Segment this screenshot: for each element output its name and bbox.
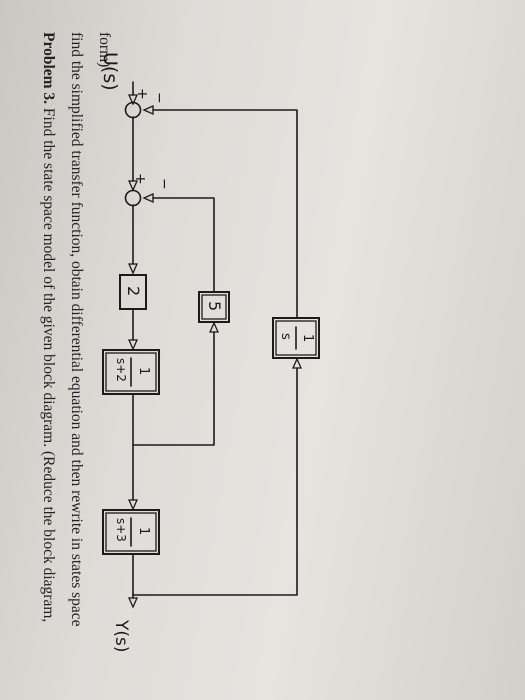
integrator-numerator: 1	[300, 334, 315, 343]
block-integrator	[272, 317, 320, 359]
arrow-into-g1	[127, 339, 139, 351]
sum2-plus-sign: +	[132, 173, 148, 185]
arrow-into-sum1	[127, 94, 139, 106]
g2-denominator: s+3	[114, 518, 128, 542]
arrow-into-sum2	[127, 180, 139, 192]
g1-denominator: s+2	[114, 358, 128, 382]
block-integrator-inner	[275, 320, 317, 356]
wire-integrator-sum1	[152, 109, 298, 319]
arrow-into-gain5	[208, 321, 220, 333]
gain5-value: 5	[205, 301, 224, 312]
sum1-plus-sign: +	[134, 88, 150, 100]
g1-numerator: 1	[136, 367, 151, 376]
block-g2-inner	[105, 512, 157, 552]
wire-inner-feedback	[132, 331, 215, 446]
block-g1	[102, 349, 160, 395]
block-g1-inner	[105, 352, 157, 392]
summing-junction-2	[124, 189, 142, 207]
sum2-minus-sign: −	[156, 178, 172, 190]
block-gain-5-inner	[201, 294, 227, 320]
input-label: U(s)	[99, 52, 121, 91]
arrow-feedback-sum2	[142, 192, 154, 204]
arrow-into-g2	[127, 499, 139, 511]
wire-outer-feedback	[132, 367, 298, 596]
arrow-output	[127, 597, 139, 609]
arrow-into-gain2	[127, 263, 139, 275]
arrow-into-integrator	[291, 357, 303, 369]
sum1-minus-sign: −	[151, 92, 167, 104]
output-label: Y(s)	[111, 620, 131, 653]
integrator-denominator: s	[278, 333, 293, 340]
block-g2	[102, 509, 160, 555]
wire-gain5-sum2	[152, 197, 215, 293]
gain2-value: 2	[124, 286, 143, 297]
arrow-feedback-sum1	[142, 104, 154, 116]
g2-numerator: 1	[136, 527, 151, 536]
